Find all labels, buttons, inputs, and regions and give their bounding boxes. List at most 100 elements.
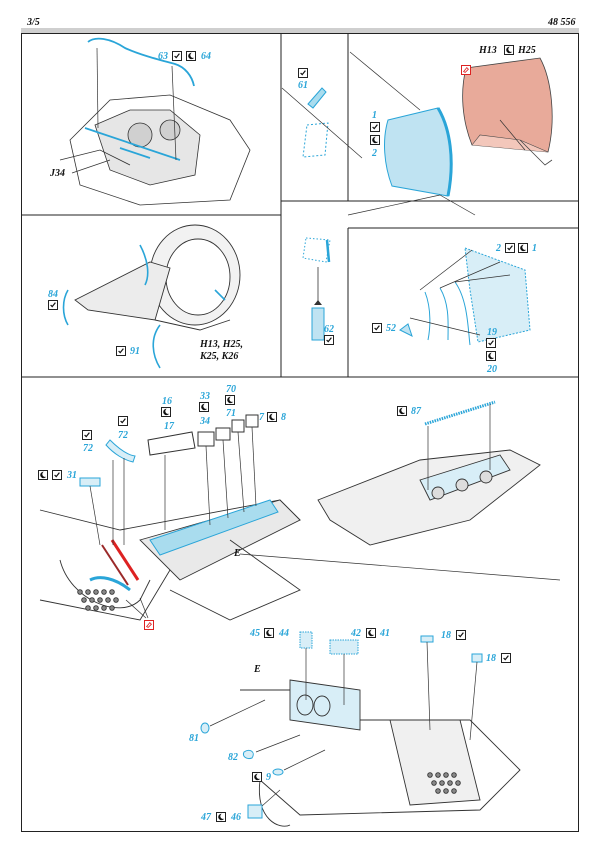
part-1-label: 1: [372, 110, 377, 121]
part-34-label: 34: [200, 416, 210, 427]
part-71-label: 71: [226, 408, 236, 419]
e-label: E: [254, 664, 261, 675]
part-1-label: 1: [532, 243, 537, 254]
wing-assembly-drawing: [39, 499, 301, 621]
moon-icon: [216, 812, 226, 822]
part-20-label: 20: [487, 364, 497, 375]
variants-line2: K25, K26: [200, 351, 239, 362]
page-frame: [21, 33, 579, 832]
part-52-label: 52: [386, 323, 396, 334]
fuselage-drawing: [240, 679, 521, 827]
part-64-label: 64: [201, 51, 211, 62]
part-81-label: 81: [189, 733, 199, 744]
j34-label: J34: [50, 168, 65, 179]
wing-blue-parts: [89, 499, 279, 592]
part-33-label: 33: [200, 391, 210, 402]
moon-icon: [267, 412, 277, 422]
part-47-label: 47: [201, 812, 211, 823]
part-8-label: 8: [281, 412, 286, 423]
part-91-label: 91: [130, 346, 140, 357]
wing-parts-top: [79, 414, 259, 487]
moon-icon: [370, 135, 380, 145]
moon-icon: [518, 243, 528, 253]
part-42-label: 42: [351, 628, 361, 639]
part-46-label: 46: [231, 812, 241, 823]
part-82-label: 82: [228, 752, 238, 763]
paint-icon: [144, 620, 154, 630]
check-icon: [501, 653, 511, 663]
page-number: 3/5: [27, 17, 40, 28]
check-icon: [48, 300, 58, 310]
check-icon: [370, 122, 380, 132]
check-icon: [118, 416, 128, 426]
check-icon: [324, 335, 334, 345]
right-wing-drawing: [317, 449, 541, 546]
cockpit-leaders: [71, 47, 177, 174]
check-icon: [116, 346, 126, 356]
part-84-label: 84: [48, 289, 58, 300]
moon-icon: [225, 395, 235, 405]
canopy-ribs-drawing: [399, 247, 531, 346]
part-2-label: 2: [496, 243, 501, 254]
part-17-label: 17: [164, 421, 174, 432]
check-icon: [372, 323, 382, 333]
part-41-label: 41: [380, 628, 390, 639]
check-icon: [298, 68, 308, 78]
moon-icon: [38, 470, 48, 480]
moon-icon: [186, 51, 196, 61]
cockpit-parts-blue: [84, 37, 195, 161]
part-72b-label: 72: [83, 443, 93, 454]
moon-icon: [397, 406, 407, 416]
check-icon: [486, 338, 496, 348]
paint-icon: [461, 65, 471, 75]
check-icon: [52, 470, 62, 480]
part-2-label: 2: [372, 148, 377, 159]
check-icon: [82, 430, 92, 440]
moon-icon: [199, 402, 209, 412]
part-72a-label: 72: [118, 430, 128, 441]
variant-h13: H13: [479, 45, 497, 56]
part-45-label: 45: [250, 628, 260, 639]
check-icon: [172, 51, 182, 61]
fuselage-blue-parts: [200, 631, 483, 819]
intake-blue-parts: [62, 244, 226, 369]
part-61-drawing: [302, 87, 329, 158]
part-31-label: 31: [67, 470, 77, 481]
part-19-label: 19: [487, 327, 497, 338]
canopy-frame-drawing: [384, 107, 453, 197]
check-icon: [505, 243, 515, 253]
part-63-label: 63: [158, 51, 168, 62]
part-62-label: 62: [324, 324, 334, 335]
variants-line1: H13, H25,: [200, 339, 244, 350]
part-62-drawing: [302, 237, 331, 341]
part-87-label: 87: [411, 406, 421, 417]
moon-icon: [486, 351, 496, 361]
variant-h25: H25: [518, 45, 536, 56]
moon-icon: [504, 45, 514, 55]
part-18a-label: 18: [441, 630, 451, 641]
panel-dividers: [21, 33, 579, 378]
part-16-label: 16: [162, 396, 172, 407]
part-87-drawing: [424, 400, 496, 490]
ribs-leaders: [409, 249, 511, 336]
canopy-pink-panel: [462, 57, 553, 166]
moon-icon: [161, 407, 171, 417]
moon-icon: [264, 628, 274, 638]
check-icon: [456, 630, 466, 640]
part-61-label: 61: [298, 80, 308, 91]
e-label: E: [234, 548, 241, 559]
moon-icon: [366, 628, 376, 638]
part-9-label: 9: [266, 772, 271, 783]
cockpit-drawing: [59, 94, 251, 206]
fuselage-leaders: [209, 641, 478, 807]
wing-leaders: [89, 426, 561, 619]
part-7-label: 7: [259, 412, 264, 423]
intake-drawing: [74, 224, 241, 331]
canopy-leaders: [281, 51, 526, 216]
part-70-label: 70: [226, 384, 236, 395]
part-44-label: 44: [279, 628, 289, 639]
part-18b-label: 18: [486, 653, 496, 664]
kit-number: 48 556: [548, 17, 576, 28]
